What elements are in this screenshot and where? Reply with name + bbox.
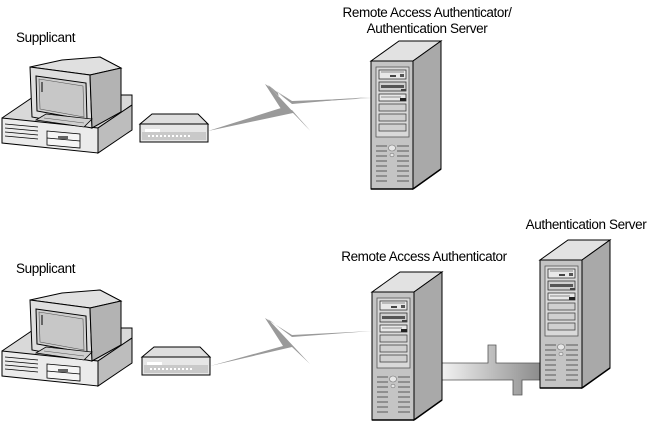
server-label-top-line2: Authentication Server (367, 21, 489, 36)
supplicant-label-top: Supplicant (16, 30, 76, 45)
wan-link-lightning-icon (208, 85, 372, 131)
bottom-scenario: Supplicant Remote Access Authenticator A… (1, 217, 648, 421)
lan-connection-icon (439, 344, 543, 396)
supplicant-computer-icon (1, 289, 133, 387)
authentication-server-icon (539, 239, 611, 389)
authenticator-server-icon (371, 271, 443, 421)
server-label-top-line1: Remote Access Authenticator/ (343, 5, 513, 20)
modem-icon (141, 346, 211, 376)
authenticator-server-icon (370, 40, 442, 190)
authenticator-label: Remote Access Authenticator (341, 249, 507, 264)
supplicant-label-bottom: Supplicant (16, 261, 76, 276)
wan-link-lightning-icon (210, 318, 372, 366)
auth-server-label: Authentication Server (526, 217, 648, 232)
top-scenario: Supplicant Remote Access Authenticator/ … (1, 5, 513, 190)
supplicant-computer-icon (1, 56, 133, 154)
modem-icon (139, 113, 209, 143)
